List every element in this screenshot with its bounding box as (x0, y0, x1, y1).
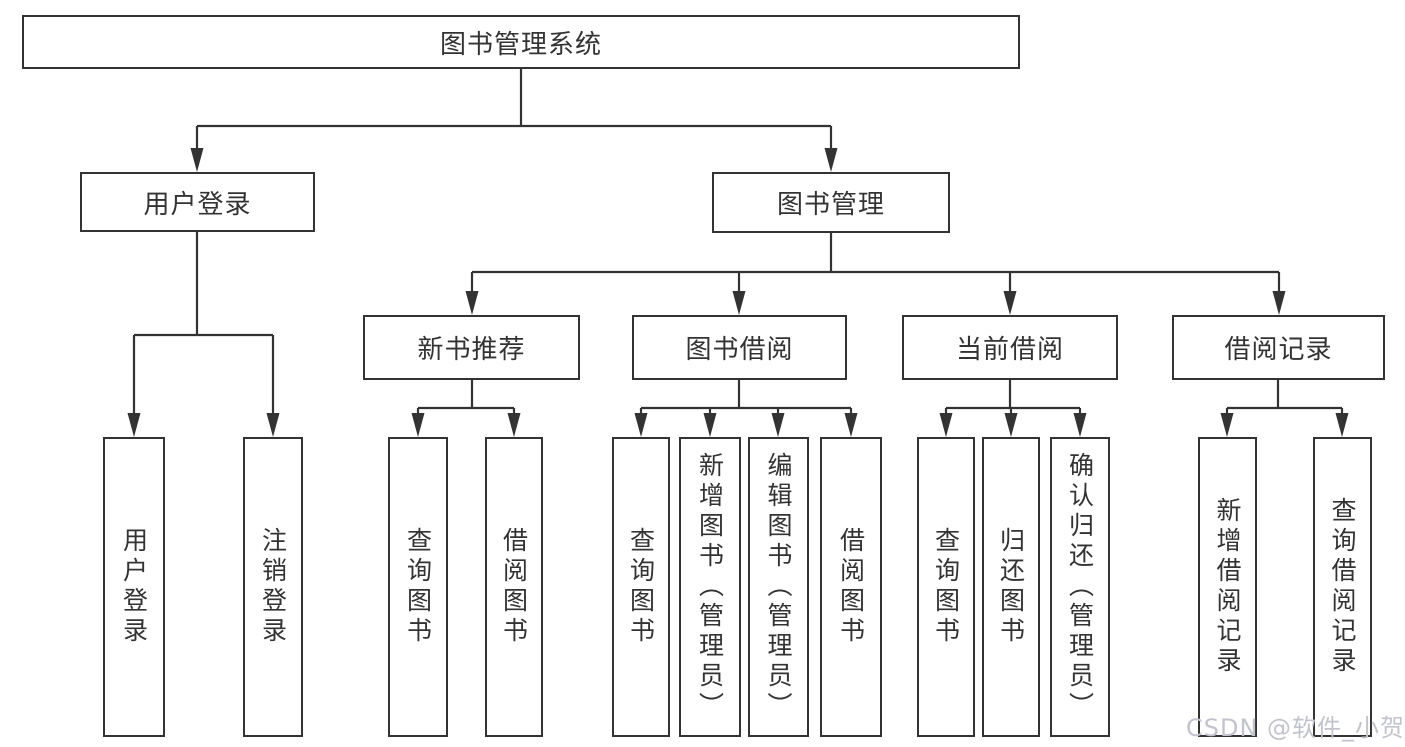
leaf-query-books-current: 查询图书 (917, 437, 975, 737)
node-label: 借阅图书 (836, 527, 866, 647)
leaf-logout: 注销登录 (243, 437, 303, 737)
node-book-borrowing: 图书借阅 (632, 315, 847, 380)
node-label: 图书借阅 (685, 335, 794, 365)
node-borrowing-records: 借阅记录 (1172, 315, 1385, 380)
leaf-borrow-books-recommend: 借阅图书 (485, 437, 543, 737)
node-current-borrowing: 当前借阅 (902, 315, 1118, 380)
node-user-login: 用户登录 (80, 172, 315, 232)
node-library-system: 图书管理系统 (22, 15, 1020, 69)
node-label: 当前借阅 (955, 335, 1064, 365)
leaf-add-book-admin: 新增图书（管理员） (679, 437, 741, 737)
leaf-return-book: 归还图书 (982, 437, 1040, 737)
node-label: 查询图书 (403, 527, 433, 647)
leaf-borrow-books: 借阅图书 (820, 437, 882, 737)
node-label: 归还图书 (996, 527, 1026, 647)
node-label: 注销登录 (258, 527, 288, 647)
node-book-management: 图书管理 (712, 172, 950, 233)
node-label: 查询借阅记录 (1328, 497, 1357, 677)
node-label: 用户登录 (119, 527, 149, 647)
leaf-confirm-return-admin: 确认归还（管理员） (1050, 437, 1110, 737)
node-label: 用户登录 (143, 189, 252, 220)
leaf-query-books-recommend: 查询图书 (388, 437, 448, 737)
node-label: 图书管理 (776, 190, 885, 220)
leaf-user-login: 用户登录 (103, 437, 165, 737)
node-label: 编辑图书（管理员） (764, 452, 793, 722)
node-label: 图书管理系统 (439, 29, 602, 60)
node-label: 借阅图书 (499, 527, 529, 647)
watermark: CSDN @软件_小贺同学 (1186, 714, 1405, 742)
node-label: 确认归还（管理员） (1065, 452, 1095, 722)
node-label: 借阅记录 (1224, 335, 1333, 365)
node-new-book-recommendation: 新书推荐 (363, 315, 580, 380)
arrowhead-icons (127, 148, 1349, 437)
node-label: 新书推荐 (417, 335, 526, 365)
leaf-add-borrow-record: 新增借阅记录 (1198, 437, 1257, 737)
node-label: 查询图书 (931, 527, 961, 647)
leaf-query-borrow-record: 查询借阅记录 (1313, 437, 1372, 737)
node-label: 查询图书 (626, 527, 656, 647)
leaf-query-books-borrow: 查询图书 (612, 437, 670, 737)
node-label: 新增借阅记录 (1213, 497, 1242, 677)
node-label: 新增图书（管理员） (695, 452, 725, 722)
leaf-edit-book-admin: 编辑图书（管理员） (748, 437, 809, 737)
